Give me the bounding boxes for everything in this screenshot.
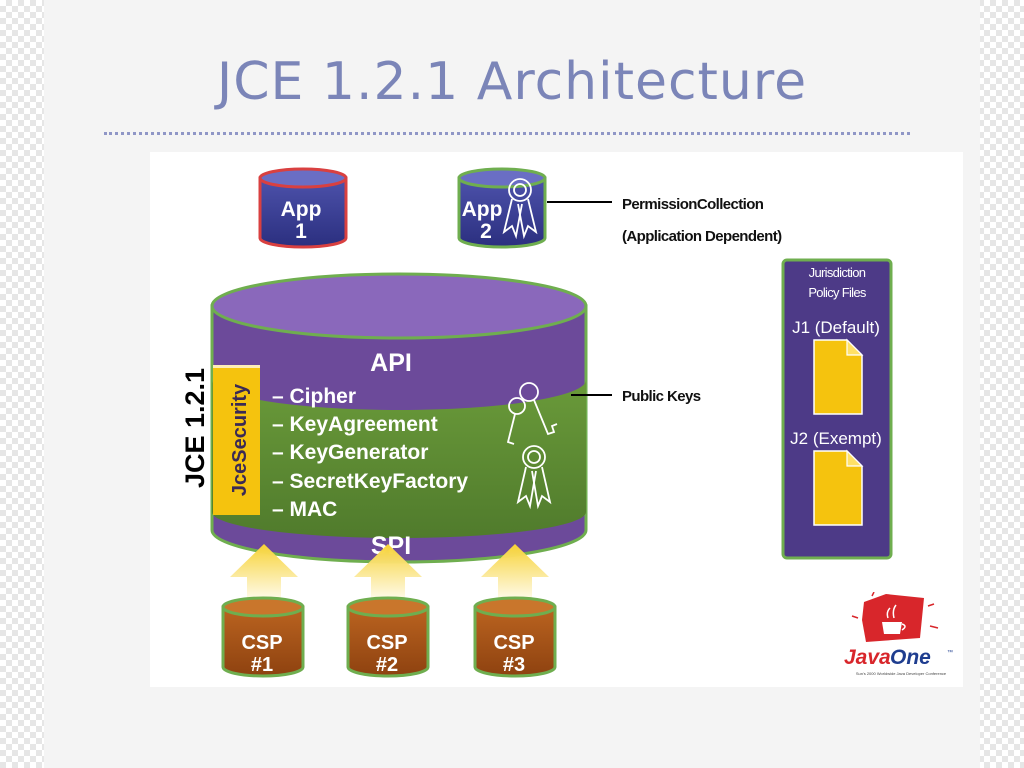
javaone-coffee-cup-icon (851, 592, 939, 642)
engine-item-keyagreement: – KeyAgreement (272, 413, 438, 436)
javaone-wordmark-one: One (890, 646, 931, 669)
csp-2-arrow (354, 544, 422, 607)
application-dependent-label: (Application Dependent) (622, 228, 782, 245)
app-2-cylinder: App 2 (457, 167, 547, 249)
public-keys-label: Public Keys (622, 388, 701, 405)
permission-collection-label: PermissionCollection (622, 196, 764, 213)
csp-3-label: CSP (493, 632, 534, 654)
jce-cylinder-top (210, 272, 588, 340)
jce-cylinder (210, 272, 588, 564)
jurisdiction-title-line2: Policy Files (808, 285, 867, 300)
jcesecurity-strip (213, 365, 260, 515)
csp-arrows (230, 544, 549, 607)
engine-item-secretkeyfactory: – SecretKeyFactory (272, 470, 468, 493)
engine-item-cipher: – Cipher (272, 385, 356, 408)
csp-2-number: #2 (376, 654, 398, 676)
slide: JCE 1.2.1 Architecture (44, 0, 980, 768)
keys-icon (506, 382, 558, 445)
csp-2-label: CSP (366, 632, 407, 654)
javaone-trademark: ™ (947, 649, 953, 656)
policy-file-j2-label: J2 (Exempt) (790, 429, 882, 448)
engine-list: – Cipher – KeyAgreement – KeyGenerator –… (272, 385, 468, 521)
title-divider (104, 132, 910, 135)
jurisdiction-title-line1: Jurisdiction (809, 265, 866, 280)
javaone-tagline: Sun's 2000 Worldwide Java Developer Conf… (856, 671, 947, 676)
engine-item-keygenerator: – KeyGenerator (272, 441, 428, 464)
ribbon-badge-icon (502, 178, 538, 240)
policy-file-j2-icon (813, 449, 864, 526)
app-2-label: App (462, 198, 503, 221)
csp-1-cylinder: CSP #1 (221, 596, 305, 678)
jcesecurity-label: JceSecurity (229, 383, 251, 496)
certificate-ribbon-icon (516, 445, 552, 510)
policy-file-j1-icon (813, 338, 864, 415)
architecture-diagram: App 1 App 2 PermissionCollection (Applic… (150, 152, 963, 687)
javaone-logo: Java One ™ Sun's 2000 Worldwide Java Dev… (844, 592, 958, 682)
app-1-cylinder: App 1 (258, 167, 348, 249)
policy-file-j1-label: J1 (Default) (792, 318, 880, 337)
csp-3-cylinder: CSP #3 (473, 596, 557, 678)
app-1-number: 1 (295, 220, 307, 243)
api-label: API (370, 349, 412, 377)
api-band (212, 380, 586, 538)
app-2-number: 2 (480, 220, 492, 243)
csp-1-number: #1 (251, 654, 273, 676)
csp-2-cylinder: CSP #2 (346, 596, 430, 678)
app-1-label: App (281, 198, 322, 221)
csp-1-arrow (230, 544, 298, 607)
jce-version-label: JCE 1.2.1 (180, 368, 210, 488)
engine-item-mac: – MAC (272, 498, 337, 521)
csp-3-number: #3 (503, 654, 525, 676)
csp-3-arrow (481, 544, 549, 607)
javaone-wordmark-java: Java (844, 646, 891, 669)
slide-title: JCE 1.2.1 Architecture (216, 52, 808, 112)
csp-1-label: CSP (241, 632, 282, 654)
